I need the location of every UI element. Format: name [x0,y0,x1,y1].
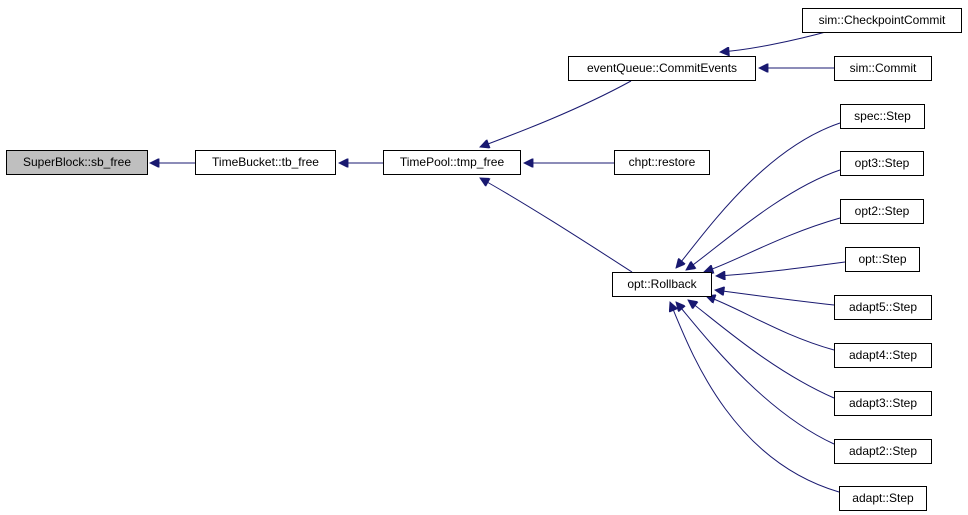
node-opt-step[interactable]: opt::Step [845,247,920,272]
edge-spec_step-to-opt_rollback [676,122,841,268]
edge-opt_rollback-to-tmp_free [480,178,633,273]
edge-opt2_step-to-opt_rollback [704,217,841,272]
node-eventqueue-commitevents[interactable]: eventQueue::CommitEvents [568,56,756,81]
edge-checkpoint_commit-to-commit_events [720,29,834,52]
node-adapt5-step[interactable]: adapt5::Step [834,295,932,320]
edge-adapt_step-to-opt_rollback [670,302,840,493]
node-adapt2-step[interactable]: adapt2::Step [834,439,932,464]
edge-opt3_step-to-opt_rollback [686,169,841,270]
node-adapt4-step[interactable]: adapt4::Step [834,343,932,368]
node-opt2-step[interactable]: opt2::Step [840,199,924,224]
node-chpt-restore[interactable]: chpt::restore [614,150,710,175]
node-adapt-step[interactable]: adapt::Step [839,486,927,511]
node-opt3-step[interactable]: opt3::Step [840,151,924,176]
edge-commit_events-to-tmp_free [480,80,632,147]
node-timepool-tmp-free[interactable]: TimePool::tmp_free [383,150,521,175]
node-timebucket-tb-free[interactable]: TimeBucket::tb_free [195,150,336,175]
edge-adapt4_step-to-opt_rollback [706,296,835,351]
edge-adapt2_step-to-opt_rollback [676,302,835,445]
edge-opt_step-to-opt_rollback [716,261,846,276]
node-adapt3-step[interactable]: adapt3::Step [834,391,932,416]
edge-adapt3_step-to-opt_rollback [688,300,835,399]
node-sim-checkpointcommit[interactable]: sim::CheckpointCommit [802,8,962,33]
node-superblock-sb-free[interactable]: SuperBlock::sb_free [6,150,148,175]
node-spec-step[interactable]: spec::Step [840,104,925,129]
node-opt-rollback[interactable]: opt::Rollback [612,272,712,297]
node-sim-commit[interactable]: sim::Commit [834,56,932,81]
edge-adapt5_step-to-opt_rollback [715,290,835,306]
